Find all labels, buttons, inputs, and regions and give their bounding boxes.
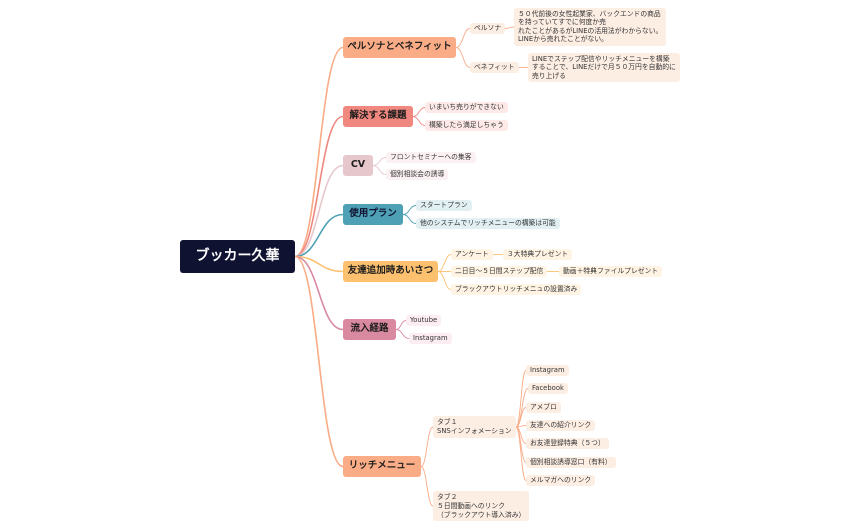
- greeting-detail[interactable]: 動画＋特典ファイルプレゼント: [559, 266, 663, 277]
- cv-item[interactable]: 個別相談会の誘導: [386, 169, 449, 180]
- greeting-detail[interactable]: ３大特典プレゼント: [503, 249, 573, 260]
- greeting-item[interactable]: ブラックアウトリッチメニュの設置済み: [451, 284, 582, 295]
- branch-rich-menu[interactable]: リッチメニュー: [343, 456, 421, 477]
- connector-line: [420, 426, 434, 467]
- branch-traffic[interactable]: 流入経路: [343, 319, 396, 340]
- greeting-item[interactable]: アンケート: [451, 249, 493, 260]
- plan-item[interactable]: スタートプラン: [416, 200, 472, 211]
- branch-cv[interactable]: CV: [343, 155, 373, 176]
- connector-line: [395, 329, 410, 339]
- sns-link-item[interactable]: Facebook: [528, 383, 568, 394]
- connector-line: [455, 28, 471, 48]
- greeting-item[interactable]: 二日目〜５日間ステップ配信: [451, 266, 548, 277]
- traffic-item[interactable]: Youtube: [406, 315, 442, 326]
- sns-link-item[interactable]: Instagram: [526, 365, 569, 376]
- branch-benefit-subtopic[interactable]: ベネフィット: [470, 62, 519, 73]
- connector-line: [402, 214, 417, 224]
- connector-line: [294, 46, 344, 258]
- connector-line: [294, 255, 344, 273]
- branch-issues[interactable]: 解決する課題: [343, 106, 413, 127]
- connector-line: [437, 271, 452, 290]
- rich-menu-tab2[interactable]: タブ２ ５日間動画へのリンク （ブラックアウト導入済み）: [433, 491, 530, 522]
- traffic-item[interactable]: Instagram: [409, 333, 452, 344]
- issue-item[interactable]: いまいち売りができない: [425, 102, 508, 113]
- issue-item[interactable]: 構築したら満足しちゃう: [425, 120, 508, 131]
- benefit-detail[interactable]: LINEでステップ配信やリッチメニューを構築 することで、LINEだけで月５０万…: [528, 53, 680, 83]
- connector-line: [515, 426, 527, 481]
- connector-line: [504, 26, 515, 29]
- cv-item[interactable]: フロントセミナーへの集客: [386, 152, 476, 163]
- connector-line: [372, 165, 387, 175]
- sns-link-item[interactable]: 友達への紹介リンク: [526, 420, 596, 431]
- connector-line: [294, 213, 344, 258]
- persona-detail[interactable]: ５０代前後の女性起業家、バックエンドの商品 を持っていてすでに何度か売 れたこと…: [514, 8, 667, 46]
- sns-link-item[interactable]: お友達登録特典（５つ）: [526, 438, 609, 449]
- sns-link-item[interactable]: アメブロ: [526, 402, 561, 413]
- branch-persona-benefit[interactable]: ペルソナとベネフィット: [343, 37, 456, 58]
- branch-greeting[interactable]: 友達追加時あいさつ: [343, 261, 438, 282]
- connector-line: [402, 205, 417, 215]
- connector-line: [515, 370, 527, 428]
- sns-link-item[interactable]: 個別相談誘導窓口（有料）: [526, 457, 616, 468]
- connector-line: [412, 107, 426, 117]
- connector-line: [437, 254, 452, 272]
- connector-line: [294, 164, 344, 258]
- rich-menu-tab1[interactable]: タブ１ SNSインフォメーション: [433, 416, 516, 438]
- branch-plan[interactable]: 使用プラン: [343, 204, 403, 225]
- connector-line: [294, 255, 344, 468]
- connector-line: [412, 116, 426, 126]
- plan-item[interactable]: 他のシステムでリッチメニューの構築は可能: [416, 218, 560, 229]
- branch-persona-subtopic[interactable]: ペルソナ: [470, 23, 506, 34]
- connector-line: [372, 157, 387, 166]
- connector-line: [515, 407, 527, 428]
- connector-line: [455, 47, 471, 68]
- connector-line: [294, 255, 344, 331]
- connector-line: [395, 320, 407, 330]
- root-node[interactable]: ブッカー久華: [180, 240, 295, 273]
- connector-line: [420, 466, 434, 507]
- sns-link-item[interactable]: メルマガへのリンク: [526, 475, 596, 486]
- connector-line: [294, 115, 344, 258]
